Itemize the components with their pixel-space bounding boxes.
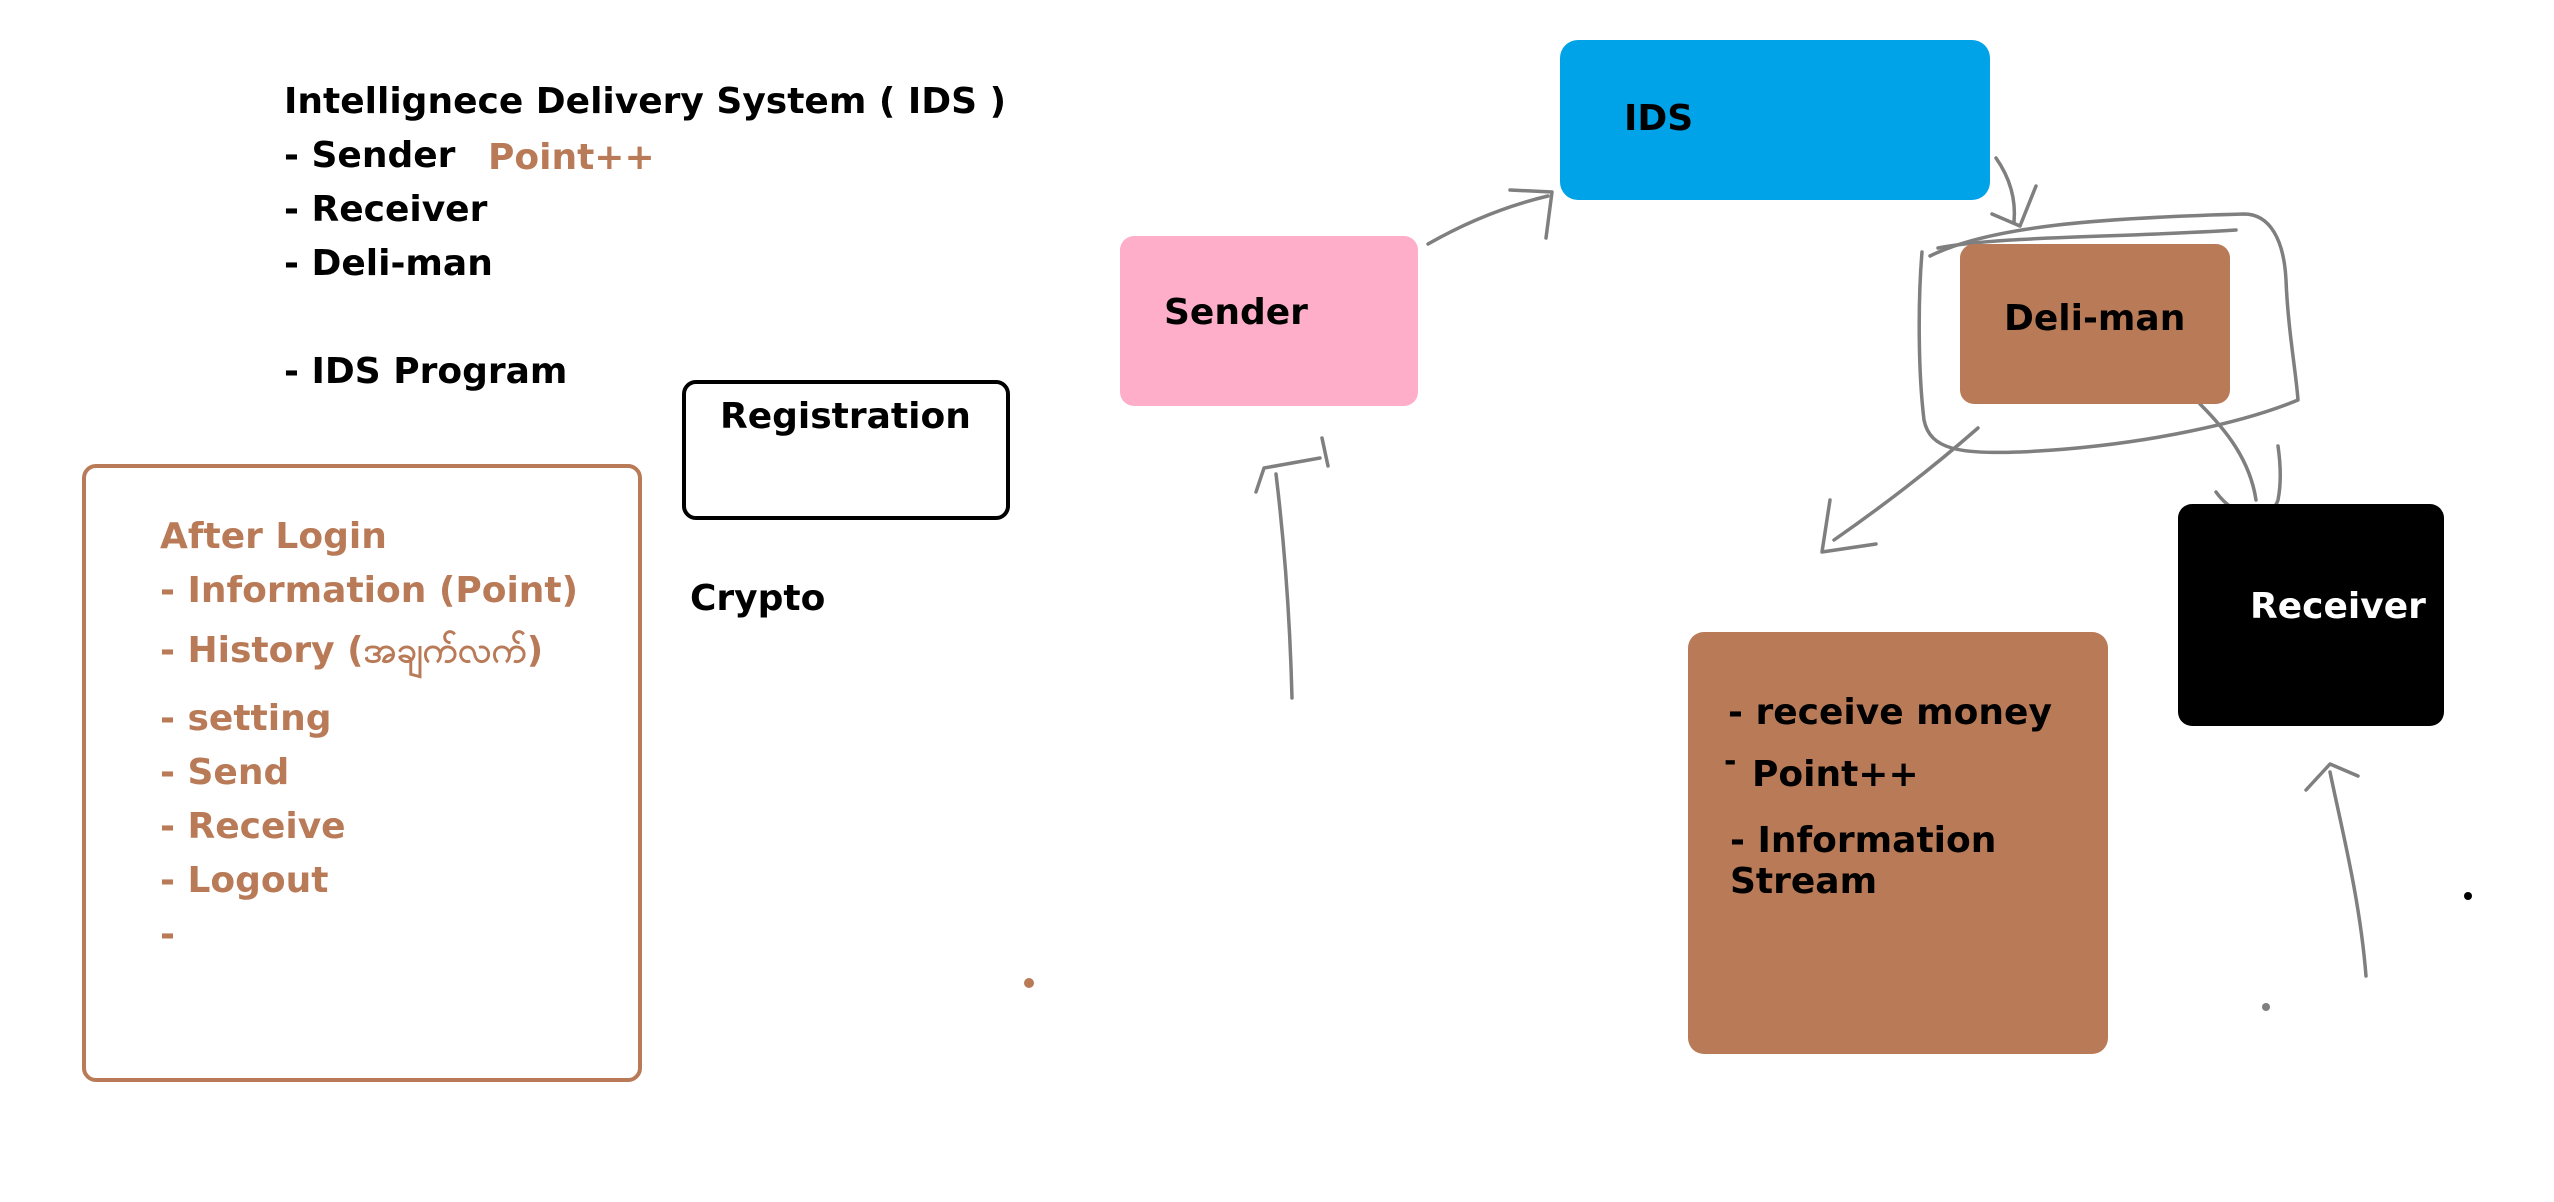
arrowhead-deliman-to-info [1820,498,1878,554]
arrow-sender-to-ids [1426,194,1550,246]
arrow-up-to-sender [1274,472,1294,700]
sender-point-note: Point++ [488,137,655,178]
after-login-item-receive: - Receive [160,806,346,847]
intro-item-sender: - Sender [284,135,456,176]
stray-dot-black [2464,892,2472,900]
info-item-information-stream: - Information Stream [1730,820,1997,902]
node-deliman-label: Deli-man [2004,298,2186,339]
stray-dot-gray [2262,1003,2270,1011]
crypto-label: Crypto [690,578,826,619]
intro-item-receiver: - Receiver [284,189,488,230]
registration-label: Registration [720,396,971,437]
stray-dot-brown [1024,978,1034,988]
after-login-item-blank: - [160,914,175,955]
node-sender-label: Sender [1164,292,1308,333]
arrow-up-to-receiver [2328,770,2368,978]
arrowhead-ids-to-deliman [1990,184,2038,228]
arrow-deliman-to-receiver [2198,402,2258,502]
info-item-receive-money: - receive money [1728,692,2052,733]
node-receiver: Receiver [2178,504,2444,726]
deliman-circle-scribble [1917,212,2300,455]
after-login-item-history: - History (အချက်လက်) [160,630,544,671]
arrow-ids-to-deliman [1994,156,2017,224]
intro-item-deliman: - Deli-man [284,243,493,284]
after-login-item-setting: - setting [160,698,332,739]
info-item-dash: - [1724,744,1737,779]
info-item-point: Point++ [1752,754,1919,795]
node-deliman: Deli-man [1960,244,2230,404]
arrowhead-up-to-receiver [2304,762,2360,792]
node-sender: Sender [1120,236,1418,406]
intro-item-ids-program: - IDS Program [284,351,568,392]
after-login-item-logout: - Logout [160,860,329,901]
arrowhead-up-to-sender [1254,456,1322,494]
deliman-circle-scribble-2 [1936,228,2238,250]
after-login-item-information: - Information (Point) [160,570,579,611]
after-login-panel: After Login - Information (Point) - Hist… [82,464,642,1082]
system-title: Intellignece Delivery System ( IDS ) [284,81,1007,122]
node-ids: IDS [1560,40,1990,200]
registration-box: Registration [682,380,1010,520]
node-info-box: - receive money - Point++ - Information … [1688,632,2108,1054]
node-ids-label: IDS [1624,98,1694,139]
arrowhead-sender-to-ids [1508,188,1554,240]
arrow-deliman-to-info [1832,426,1980,542]
arrow-tick-sender [1320,436,1330,468]
after-login-item-send: - Send [160,752,290,793]
after-login-heading: After Login [160,516,387,557]
node-receiver-label: Receiver [2250,586,2426,627]
